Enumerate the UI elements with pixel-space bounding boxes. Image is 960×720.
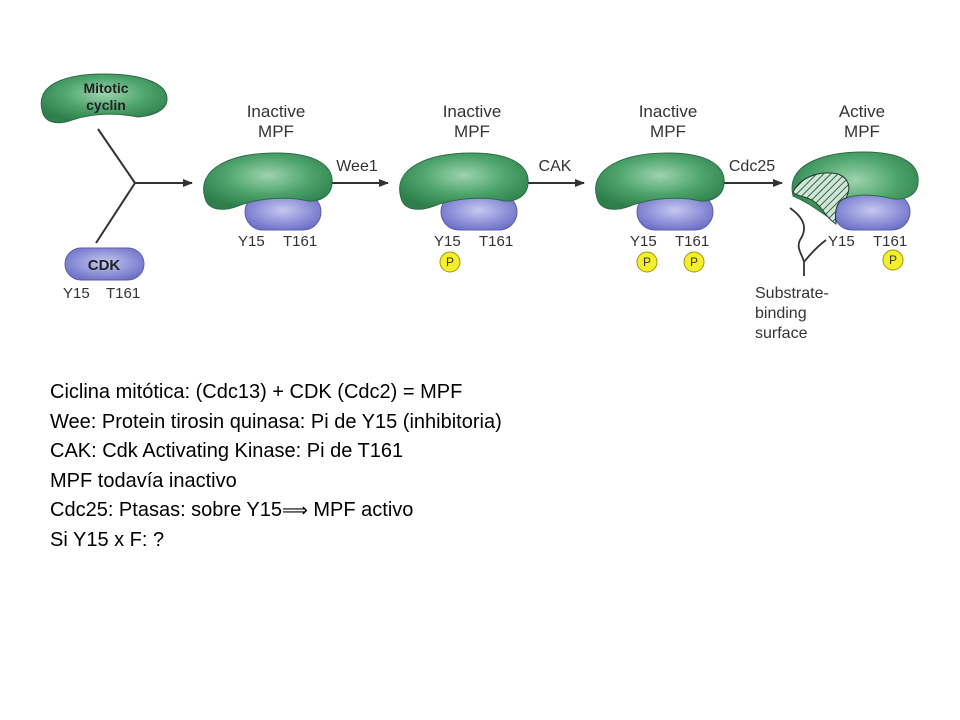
stage-3-t161: T161 <box>675 233 709 250</box>
reaction-arrows: Wee1 CAK Cdc25 <box>330 158 783 187</box>
free-cyclin: Mitotic cyclin <box>40 73 168 124</box>
notes-list: Ciclina mitótica: (Cdc13) + CDK (Cdc2) =… <box>50 378 502 555</box>
stage-3-y15-phosphate: P <box>636 251 658 273</box>
stage-2-t161: T161 <box>479 233 513 250</box>
cyclin-shape <box>40 73 168 124</box>
substrate-pointer-line <box>789 207 827 276</box>
svg-text:P: P <box>690 255 698 269</box>
joining-lines <box>95 128 193 244</box>
svg-text:P: P <box>889 253 897 267</box>
substrate-binding-hatch <box>792 172 850 225</box>
stage-3-state-1: Inactive <box>639 102 698 121</box>
implies-arrow-icon: ⟹ <box>282 500 308 521</box>
cdk-y15-label: Y15 <box>63 285 90 302</box>
free-cdk: CDK Y15 T161 <box>63 247 145 302</box>
note-line: Ciclina mitótica: (Cdc13) + CDK (Cdc2) =… <box>50 381 463 403</box>
stage-2-state-1: Inactive <box>443 102 502 121</box>
stage-1-cyclin <box>203 152 333 210</box>
note-line: CAK: Cdk Activating Kinase: Pi de T161 <box>50 440 404 462</box>
enzyme-wee1: Wee1 <box>336 158 378 175</box>
stage-4: Active MPF Y15 T161 P Substrate- binding… <box>755 102 919 342</box>
stage-2: Inactive MPF Y15 T161 P <box>399 102 529 273</box>
enzyme-cak: CAK <box>539 158 572 175</box>
stage-1-state-1: Inactive <box>247 102 306 121</box>
stage-4-state-2: MPF <box>844 122 880 141</box>
svg-text:P: P <box>643 255 651 269</box>
cyclin-label-1: Mitotic <box>83 80 128 96</box>
stage-2-cyclin <box>399 152 529 210</box>
stage-3-state-2: MPF <box>650 122 686 141</box>
svg-text:P: P <box>446 255 454 269</box>
stage-4-y15: Y15 <box>828 233 855 250</box>
stage-3-cyclin <box>595 152 725 210</box>
note-line: Wee: Protein tirosin quinasa: Pi de Y15 … <box>50 410 502 433</box>
stage-4-t161: T161 <box>873 233 907 250</box>
stage-1-y15: Y15 <box>238 233 265 250</box>
mpf-activation-diagram: Mitotic cyclin CDK Y15 T161 Wee1 CAK Cdc… <box>40 73 919 342</box>
enzyme-cdc25: Cdc25 <box>729 158 775 175</box>
note-line: Cdc25: Ptasas: sobre Y15⟹ MPF activo <box>50 499 414 521</box>
note-line: MPF todavía inactivo <box>50 469 237 492</box>
stage-3-t161-phosphate: P <box>683 251 705 273</box>
stage-3-y15: Y15 <box>630 233 657 250</box>
cdk-label: CDK <box>88 257 121 274</box>
stage-2-state-2: MPF <box>454 122 490 141</box>
note-line: Si Y15 x F: ? <box>50 528 165 551</box>
substrate-label-2: binding <box>755 305 807 322</box>
stage-2-y15-phosphate: P <box>439 251 461 273</box>
cyclin-label-2: cyclin <box>86 97 126 113</box>
cdk-t161-label: T161 <box>106 285 140 302</box>
stage-4-t161-phosphate: P <box>882 249 904 271</box>
stage-4-state-1: Active <box>839 102 885 121</box>
stage-1-state-2: MPF <box>258 122 294 141</box>
stage-1-t161: T161 <box>283 233 317 250</box>
substrate-label-3: surface <box>755 325 808 342</box>
stage-1: Inactive MPF Y15 T161 <box>203 102 333 250</box>
cdk-shape <box>64 247 145 281</box>
stage-3: Inactive MPF Y15 T161 P P <box>595 102 725 273</box>
substrate-label-1: Substrate- <box>755 285 829 302</box>
stage-2-y15: Y15 <box>434 233 461 250</box>
